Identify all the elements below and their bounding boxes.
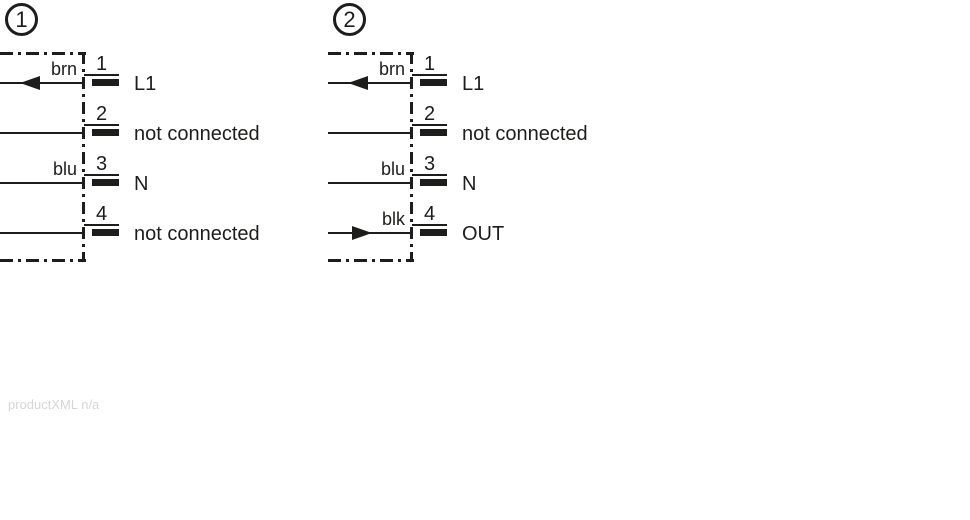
pin-number: 3 <box>423 153 436 175</box>
pin-row: 4 not connected <box>0 203 310 249</box>
pin-terminal-line <box>84 74 119 76</box>
wire-color-label: blk <box>381 209 405 229</box>
pin-number: 3 <box>95 153 108 175</box>
pin-terminal-bar <box>92 129 119 136</box>
device-outline-right <box>82 52 85 262</box>
pin-terminal-bar <box>92 179 119 186</box>
pin-terminal-bar <box>92 229 119 236</box>
pin-terminal-line <box>84 174 119 176</box>
connection-diagram-1: 1 brn 1 L1 2 not connected blu 3 <box>0 0 330 300</box>
pin-terminal: 4 <box>412 203 448 239</box>
wire-line <box>0 82 85 84</box>
device-outline-right <box>410 52 413 262</box>
pin-number: 2 <box>423 103 436 125</box>
wire-color-label: brn <box>378 59 405 79</box>
pin-terminal-bar <box>420 229 447 236</box>
wire-color-label <box>0 209 77 229</box>
wire-line <box>0 182 85 184</box>
pin-signal-label: L1 <box>134 73 157 95</box>
pin-terminal-line <box>84 224 119 226</box>
connection-diagram-2: 2 brn 1 L1 2 not connected blu 3 <box>328 0 658 300</box>
pin-signal-label: N <box>462 173 477 195</box>
pin-signal-label: OUT <box>462 223 505 245</box>
wire-line <box>328 82 413 84</box>
diagram-number-badge: 1 <box>5 3 38 36</box>
pin-terminal-line <box>412 224 447 226</box>
pin-number: 4 <box>95 203 108 225</box>
pin-rows: brn 1 L1 2 not connected blu 3 N blk <box>328 0 658 300</box>
pin-row: 2 not connected <box>0 103 310 149</box>
device-outline-bottom <box>328 259 414 262</box>
pin-terminal-bar <box>92 79 119 86</box>
pin-row: brn 1 L1 <box>328 53 638 99</box>
pin-number: 1 <box>423 53 436 75</box>
pin-terminal-bar <box>420 179 447 186</box>
pin-terminal: 3 <box>84 153 120 189</box>
diagram-number: 2 <box>343 6 356 32</box>
wire-line <box>328 182 413 184</box>
pin-terminal-line <box>84 124 119 126</box>
wire-arrow-icon <box>348 76 368 90</box>
wire-line <box>0 232 85 234</box>
pin-terminal: 1 <box>412 53 448 89</box>
device-outline-top <box>0 52 86 55</box>
wire-line <box>328 132 413 134</box>
pin-signal-label: N <box>134 173 149 195</box>
pin-row: blu 3 N <box>328 153 638 199</box>
wire-color-label <box>328 109 405 129</box>
device-outline-bottom <box>0 259 86 262</box>
pin-row: 2 not connected <box>328 103 638 149</box>
pin-terminal-bar <box>420 129 447 136</box>
pin-rows: brn 1 L1 2 not connected blu 3 N 4 <box>0 0 330 300</box>
wire-line <box>0 132 85 134</box>
pin-terminal: 2 <box>84 103 120 139</box>
pin-row: blu 3 N <box>0 153 310 199</box>
wire-arrow-icon <box>352 226 372 240</box>
pin-terminal-line <box>412 74 447 76</box>
pin-signal-label: L1 <box>462 73 485 95</box>
diagram-number: 1 <box>15 6 28 32</box>
pin-terminal: 4 <box>84 203 120 239</box>
pin-number: 2 <box>95 103 108 125</box>
wire-color-label: blu <box>52 159 77 179</box>
pin-terminal: 3 <box>412 153 448 189</box>
pin-signal-label: not connected <box>134 123 260 145</box>
watermark-text: productXML n/a <box>8 397 100 412</box>
pin-row: blk 4 OUT <box>328 203 638 249</box>
pin-terminal: 1 <box>84 53 120 89</box>
pin-terminal: 2 <box>412 103 448 139</box>
diagram-number-badge: 2 <box>333 3 366 36</box>
pin-terminal-bar <box>420 79 447 86</box>
pin-terminal-line <box>412 174 447 176</box>
wire-color-label <box>0 109 77 129</box>
wire-color-label: brn <box>50 59 77 79</box>
pin-number: 1 <box>95 53 108 75</box>
pin-number: 4 <box>423 203 436 225</box>
pin-signal-label: not connected <box>462 123 588 145</box>
pin-terminal-line <box>412 124 447 126</box>
pin-row: brn 1 L1 <box>0 53 310 99</box>
pin-signal-label: not connected <box>134 223 260 245</box>
wire-arrow-icon <box>20 76 40 90</box>
wire-color-label: blu <box>380 159 405 179</box>
device-outline-top <box>328 52 414 55</box>
